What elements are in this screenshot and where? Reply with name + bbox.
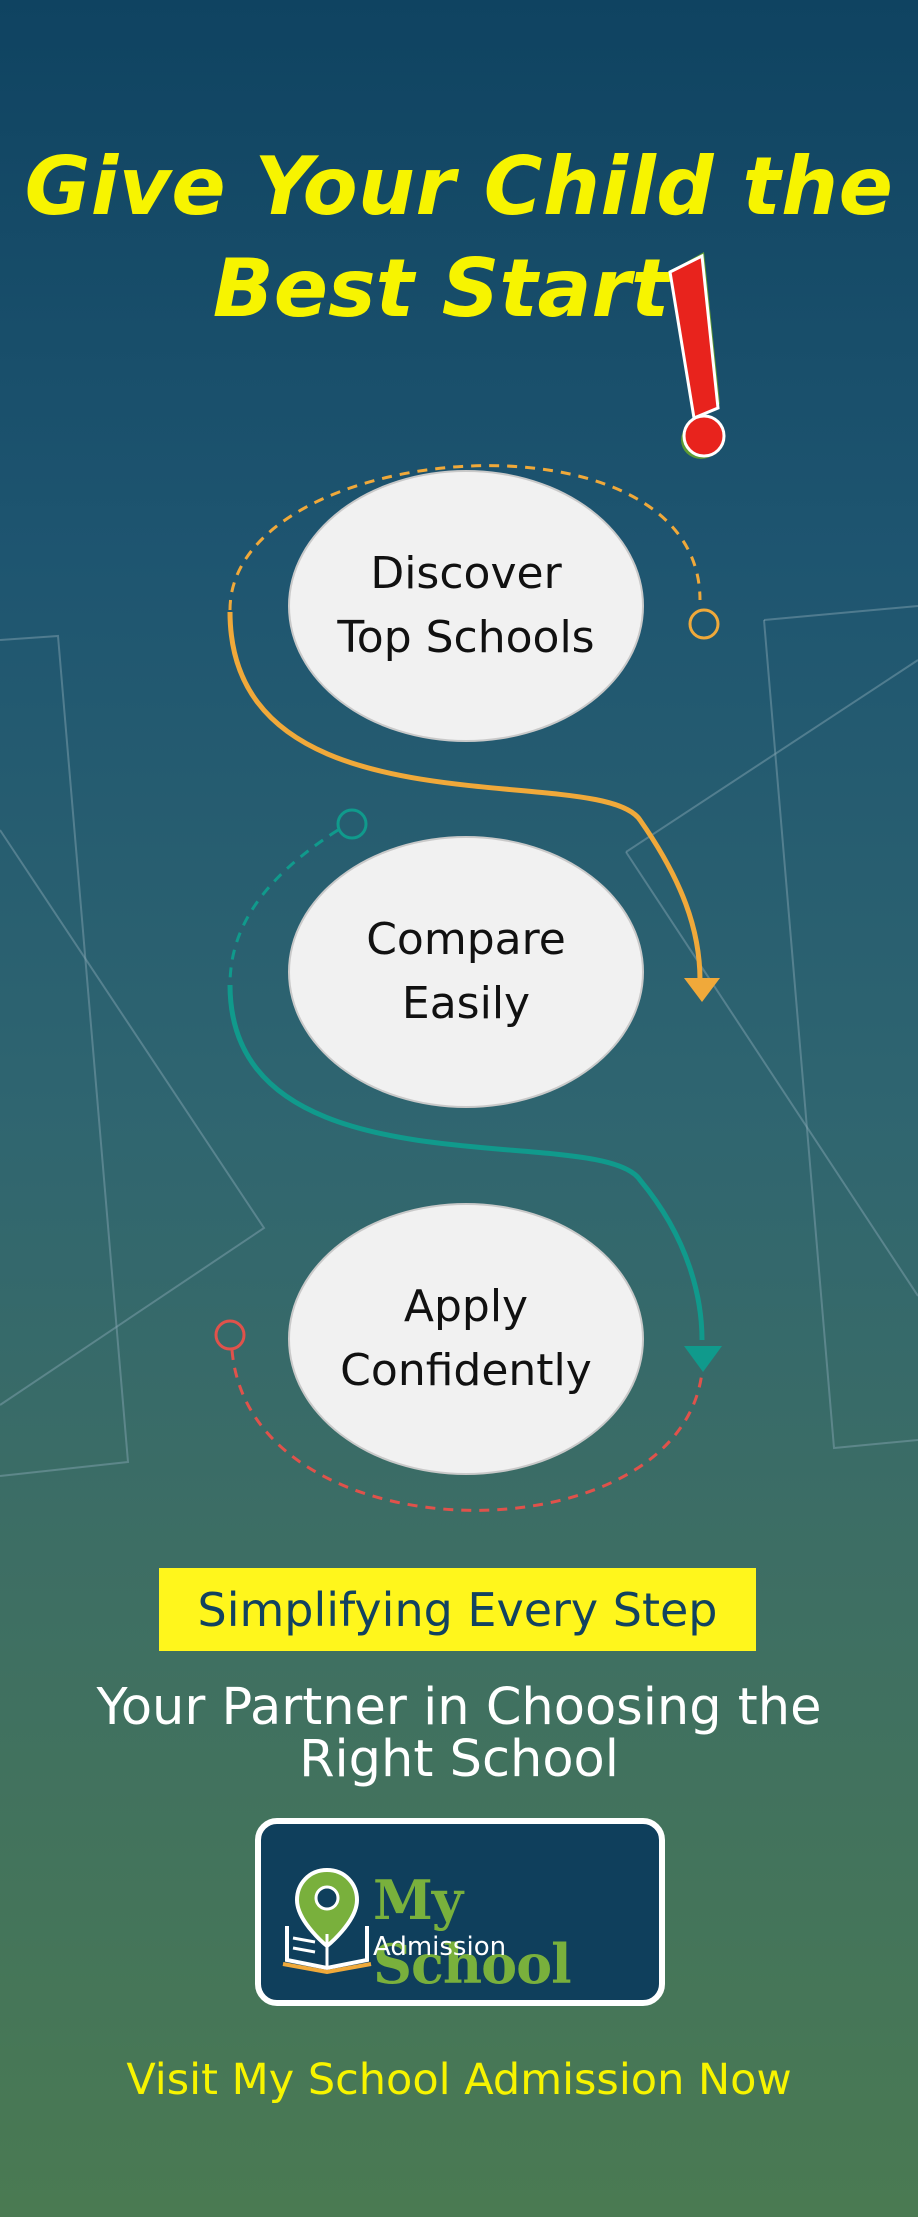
orange-path-start-circle <box>688 608 720 640</box>
visit-cta-link[interactable]: Visit My School Admission Now <box>126 2055 792 2105</box>
logo-title: My School <box>373 1868 572 1996</box>
red-path-start-circle <box>214 1319 246 1351</box>
teal-path-start-circle <box>336 808 368 840</box>
logo-subtitle: Admission <box>373 1932 507 1962</box>
process-path <box>214 464 722 1512</box>
headline-line-2: Best Start <box>212 242 670 335</box>
step-bubble-discover: Discover Top Schools <box>288 470 644 742</box>
orange-arrowhead <box>684 978 720 1002</box>
step-label-compare: Compare Easily <box>366 914 566 1029</box>
step-bubble-compare: Compare Easily <box>288 836 644 1108</box>
step-label-discover: Discover Top Schools <box>337 548 595 663</box>
tagline-text: Simplifying Every Step <box>197 1582 718 1637</box>
map-pin-book-icon <box>282 1867 372 1974</box>
headline-line-1: Give Your Child the <box>24 140 894 233</box>
tagline-banner: Simplifying Every Step <box>159 1568 756 1651</box>
step-label-apply: Apply Confidently <box>340 1281 592 1396</box>
step-bubble-apply: Apply Confidently <box>288 1203 644 1475</box>
teal-arrowhead <box>684 1346 722 1372</box>
partner-line-1: Your Partner in Choosing the <box>96 1678 822 1737</box>
exclamation-icon <box>668 252 726 459</box>
partner-line-2: Right School <box>299 1730 619 1789</box>
brand-logo-card[interactable]: My School Admission <box>255 1818 665 2006</box>
